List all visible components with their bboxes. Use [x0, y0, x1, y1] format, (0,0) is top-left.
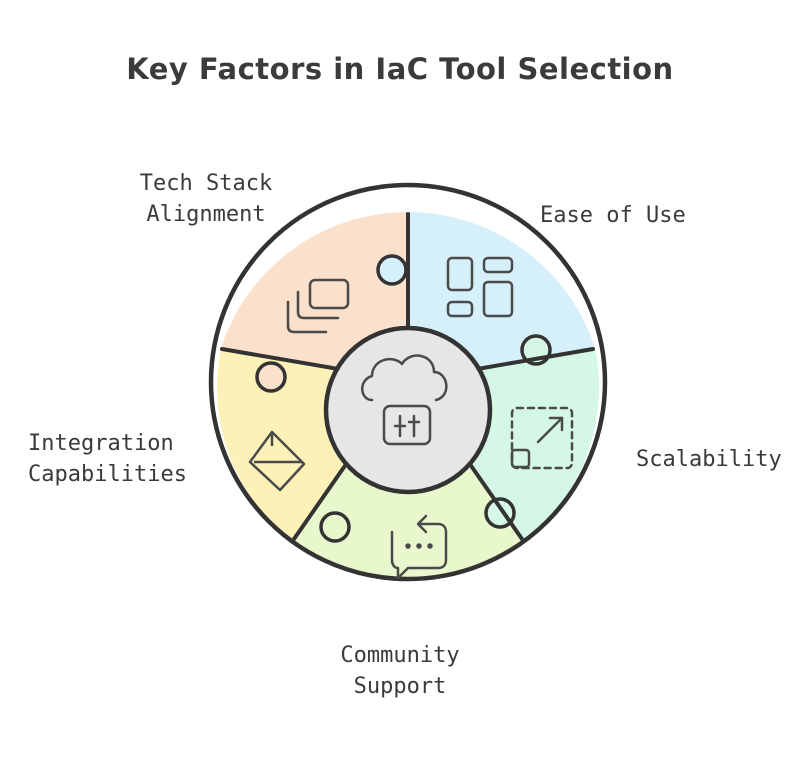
- segment-tech-stack-alignment: [220, 212, 408, 382]
- page-title: Key Factors in IaC Tool Selection: [126, 52, 674, 86]
- diamond-node-icon: [248, 430, 306, 492]
- tab-left: [255, 361, 287, 393]
- label-community-support: Community Support: [340, 643, 460, 699]
- cloud-settings-icon: [361, 354, 448, 446]
- tab-top: [376, 254, 408, 286]
- label-ease-of-use: Ease of Use: [540, 203, 686, 228]
- segment-ease-of-use: [408, 212, 596, 382]
- chat-refresh-icon: [390, 514, 448, 580]
- resize-arrows-icon: [510, 406, 574, 470]
- layout-grid-icon: [446, 256, 514, 318]
- center-hub: [323, 325, 493, 495]
- wheel-outline: [208, 182, 608, 582]
- label-integration-capabilities: Integration Capabilities: [28, 431, 187, 487]
- stacked-layers-icon: [286, 278, 350, 334]
- label-tech-stack-alignment: Tech Stack Alignment: [139, 171, 273, 227]
- label-scalability: Scalability: [636, 447, 782, 472]
- tab-lower-left: [319, 511, 351, 543]
